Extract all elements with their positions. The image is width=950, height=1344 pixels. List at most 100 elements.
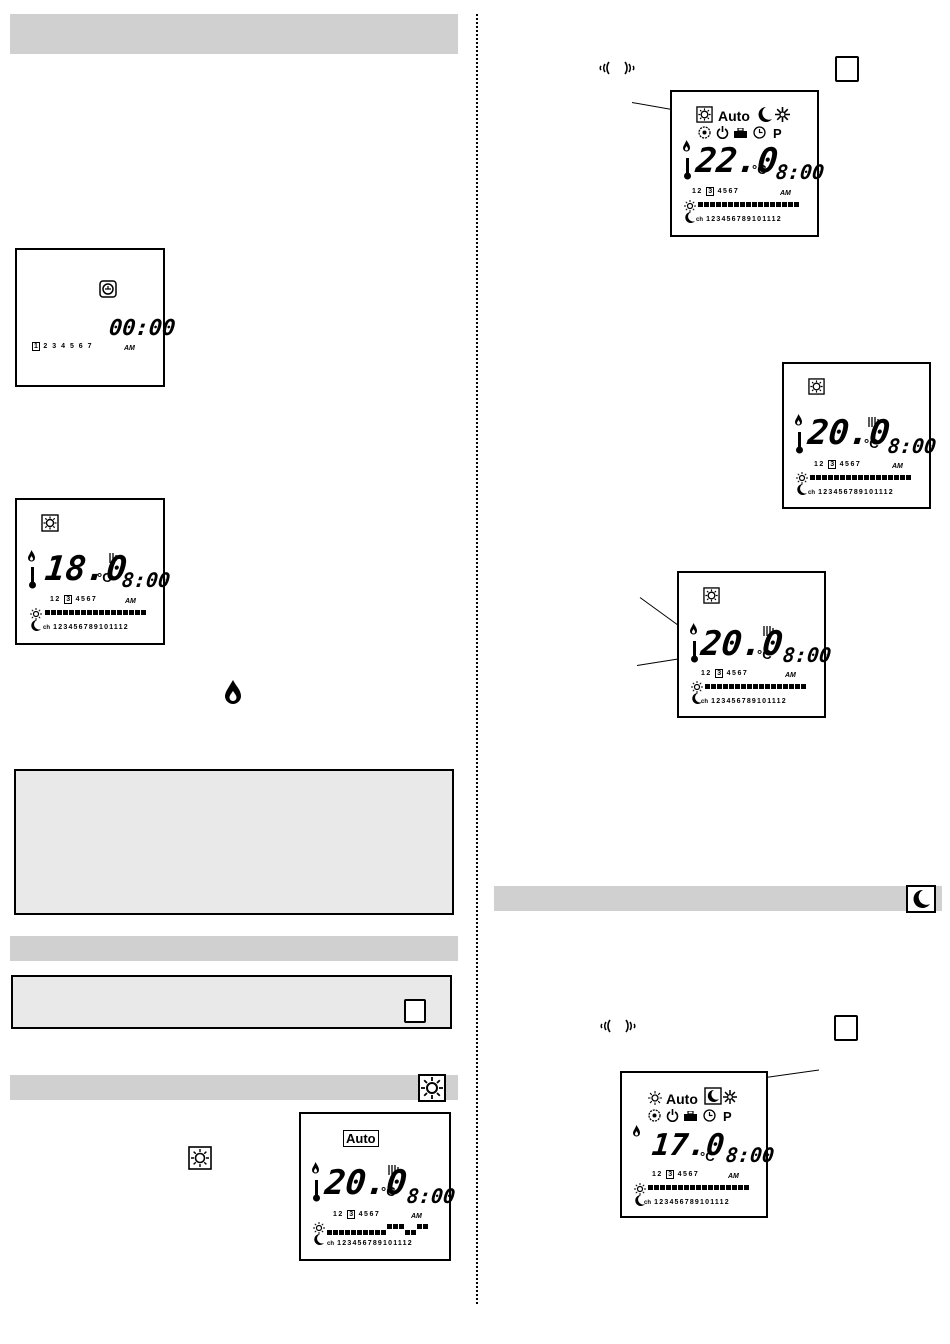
- snowflake-icon: [775, 107, 790, 122]
- celsius-unit: °C: [752, 162, 767, 177]
- moon-small-icon: [31, 620, 41, 631]
- sun-icon: [418, 1074, 446, 1102]
- lcd-display-18: 18.0 °C 8:00 12 3 4567 AM ch 12345678910…: [15, 498, 171, 645]
- square-key-icon: [835, 56, 859, 82]
- celsius-unit: °C: [757, 647, 772, 662]
- flame-icon: [794, 414, 803, 427]
- power-icon: [716, 126, 729, 139]
- day-indicator: 12 3 4567: [814, 460, 862, 469]
- hour-scale: ch 123456789101112: [43, 624, 129, 631]
- thermometer-icon: [29, 567, 36, 589]
- wave-icon: [597, 60, 637, 76]
- clock-time: 8:00: [405, 1184, 457, 1208]
- celsius-unit: °C: [381, 1184, 396, 1199]
- note-box: [14, 769, 454, 915]
- thermometer-icon: [691, 641, 698, 663]
- wave-icon: [598, 1018, 638, 1034]
- hour-scale: ch 123456789101112: [327, 1240, 413, 1247]
- am-pm-indicator: AM: [785, 672, 796, 679]
- thermometer-icon: [796, 432, 803, 454]
- lcd-display-full-22: Auto P 22.0 °C 8:00 12 3 4567 AM ch 1234…: [670, 90, 825, 237]
- flame-icon: [27, 550, 36, 563]
- section-header-bar-comfort: [10, 1074, 458, 1102]
- square-key-icon: [834, 1015, 858, 1041]
- suitcase-icon: [734, 128, 747, 138]
- celsius-unit: °C: [97, 570, 112, 585]
- sun-small-icon: [684, 200, 696, 212]
- square-key-icon: [404, 999, 426, 1023]
- auto-mode-label: Auto: [666, 1091, 698, 1107]
- day-indicator: 12 3 4567: [692, 187, 740, 196]
- clock-icon: [703, 1109, 716, 1122]
- am-pm-indicator: AM: [728, 1173, 739, 1180]
- radiator-icon: [109, 552, 117, 564]
- clock-time: 00:00: [107, 316, 177, 341]
- sun-icon: [41, 514, 59, 532]
- program-bar: [705, 684, 806, 689]
- moon-small-icon: [797, 484, 807, 495]
- program-bar: [45, 610, 146, 615]
- thermometer-icon: [313, 1180, 320, 1202]
- sun-small-icon: [634, 1183, 646, 1195]
- radiator-icon: [868, 416, 880, 428]
- lcd-display-20-a: 20.0 °C 8:00 12 3 4567 AM ch 12345678910…: [782, 362, 937, 509]
- section-header-bar-2: [10, 936, 458, 961]
- sun-small-icon: [648, 1091, 662, 1105]
- flame-icon: [224, 680, 242, 705]
- day-indicator: 12 3 4567: [333, 1210, 381, 1219]
- boost-icon: [648, 1109, 661, 1122]
- sun-small-icon: [796, 472, 808, 484]
- flame-icon: [632, 1125, 641, 1138]
- moon-icon: [704, 1087, 722, 1105]
- auto-mode-label: Auto: [718, 108, 750, 124]
- power-icon: [666, 1109, 679, 1122]
- am-pm-indicator: AM: [892, 463, 903, 470]
- clock-time: 8:00: [886, 434, 938, 458]
- column-divider: [476, 14, 478, 1304]
- day-indicator: 1 2 3 4 5 6 7: [32, 342, 94, 351]
- clock-icon: [753, 126, 766, 139]
- hour-scale: ch 123456789101112: [644, 1199, 730, 1206]
- hour-scale: ch 123456789101112: [808, 489, 894, 496]
- radiator-icon: [763, 625, 775, 637]
- moon-icon: [758, 107, 772, 122]
- am-pm-indicator: AM: [780, 190, 791, 197]
- clock-time: 8:00: [724, 1143, 776, 1167]
- moon-small-icon: [314, 1234, 324, 1245]
- sun-icon: [696, 106, 713, 123]
- clock-time: 8:00: [781, 643, 833, 667]
- am-pm-indicator: AM: [125, 598, 136, 605]
- lcd-display-economy-17: Auto P 17.0 °C 8:00 12 3 4567 AM ch 1234…: [620, 1071, 775, 1218]
- program-label: P: [723, 1109, 732, 1124]
- sun-small-icon: [691, 681, 703, 693]
- clock-time: 8:00: [774, 160, 826, 184]
- hour-scale: ch 123456789101112: [701, 698, 787, 705]
- sun-small-icon: [30, 608, 42, 620]
- program-bar: [698, 202, 799, 207]
- sun-icon: [808, 378, 825, 395]
- lcd-display-clock: 00:00 1 2 3 4 5 6 7 AM: [15, 248, 177, 387]
- program-bar: [327, 1224, 428, 1235]
- clock-icon: [99, 280, 117, 298]
- moon-icon: [906, 885, 936, 913]
- day-indicator: 12 3 4567: [701, 669, 749, 678]
- celsius-unit: °C: [864, 436, 879, 451]
- day-boxed: 1: [32, 342, 40, 351]
- day-indicator: 12 3 4567: [652, 1170, 700, 1179]
- sun-icon: [703, 587, 720, 604]
- program-bar: [648, 1185, 749, 1190]
- lcd-display-20-b: 20.0 °C 8:00 12 3 4567 AM ch 12345678910…: [677, 571, 832, 718]
- am-pm-indicator: AM: [124, 345, 135, 352]
- lcd-display-auto-20: Auto 20.0 °C 8:00 12 3 4567 AM ch 123456…: [299, 1112, 456, 1261]
- thermometer-icon: [684, 158, 691, 180]
- boost-icon: [698, 126, 711, 139]
- section-header-bar-1: [10, 14, 458, 54]
- am-pm-indicator: AM: [411, 1213, 422, 1220]
- section-header-bar-economy: [494, 885, 942, 913]
- flame-icon: [311, 1162, 320, 1175]
- flame-icon: [682, 140, 691, 153]
- program-label: P: [773, 126, 782, 141]
- radiator-icon: [388, 1164, 400, 1176]
- day-indicator: 12 3 4567: [50, 595, 98, 604]
- moon-small-icon: [692, 693, 702, 704]
